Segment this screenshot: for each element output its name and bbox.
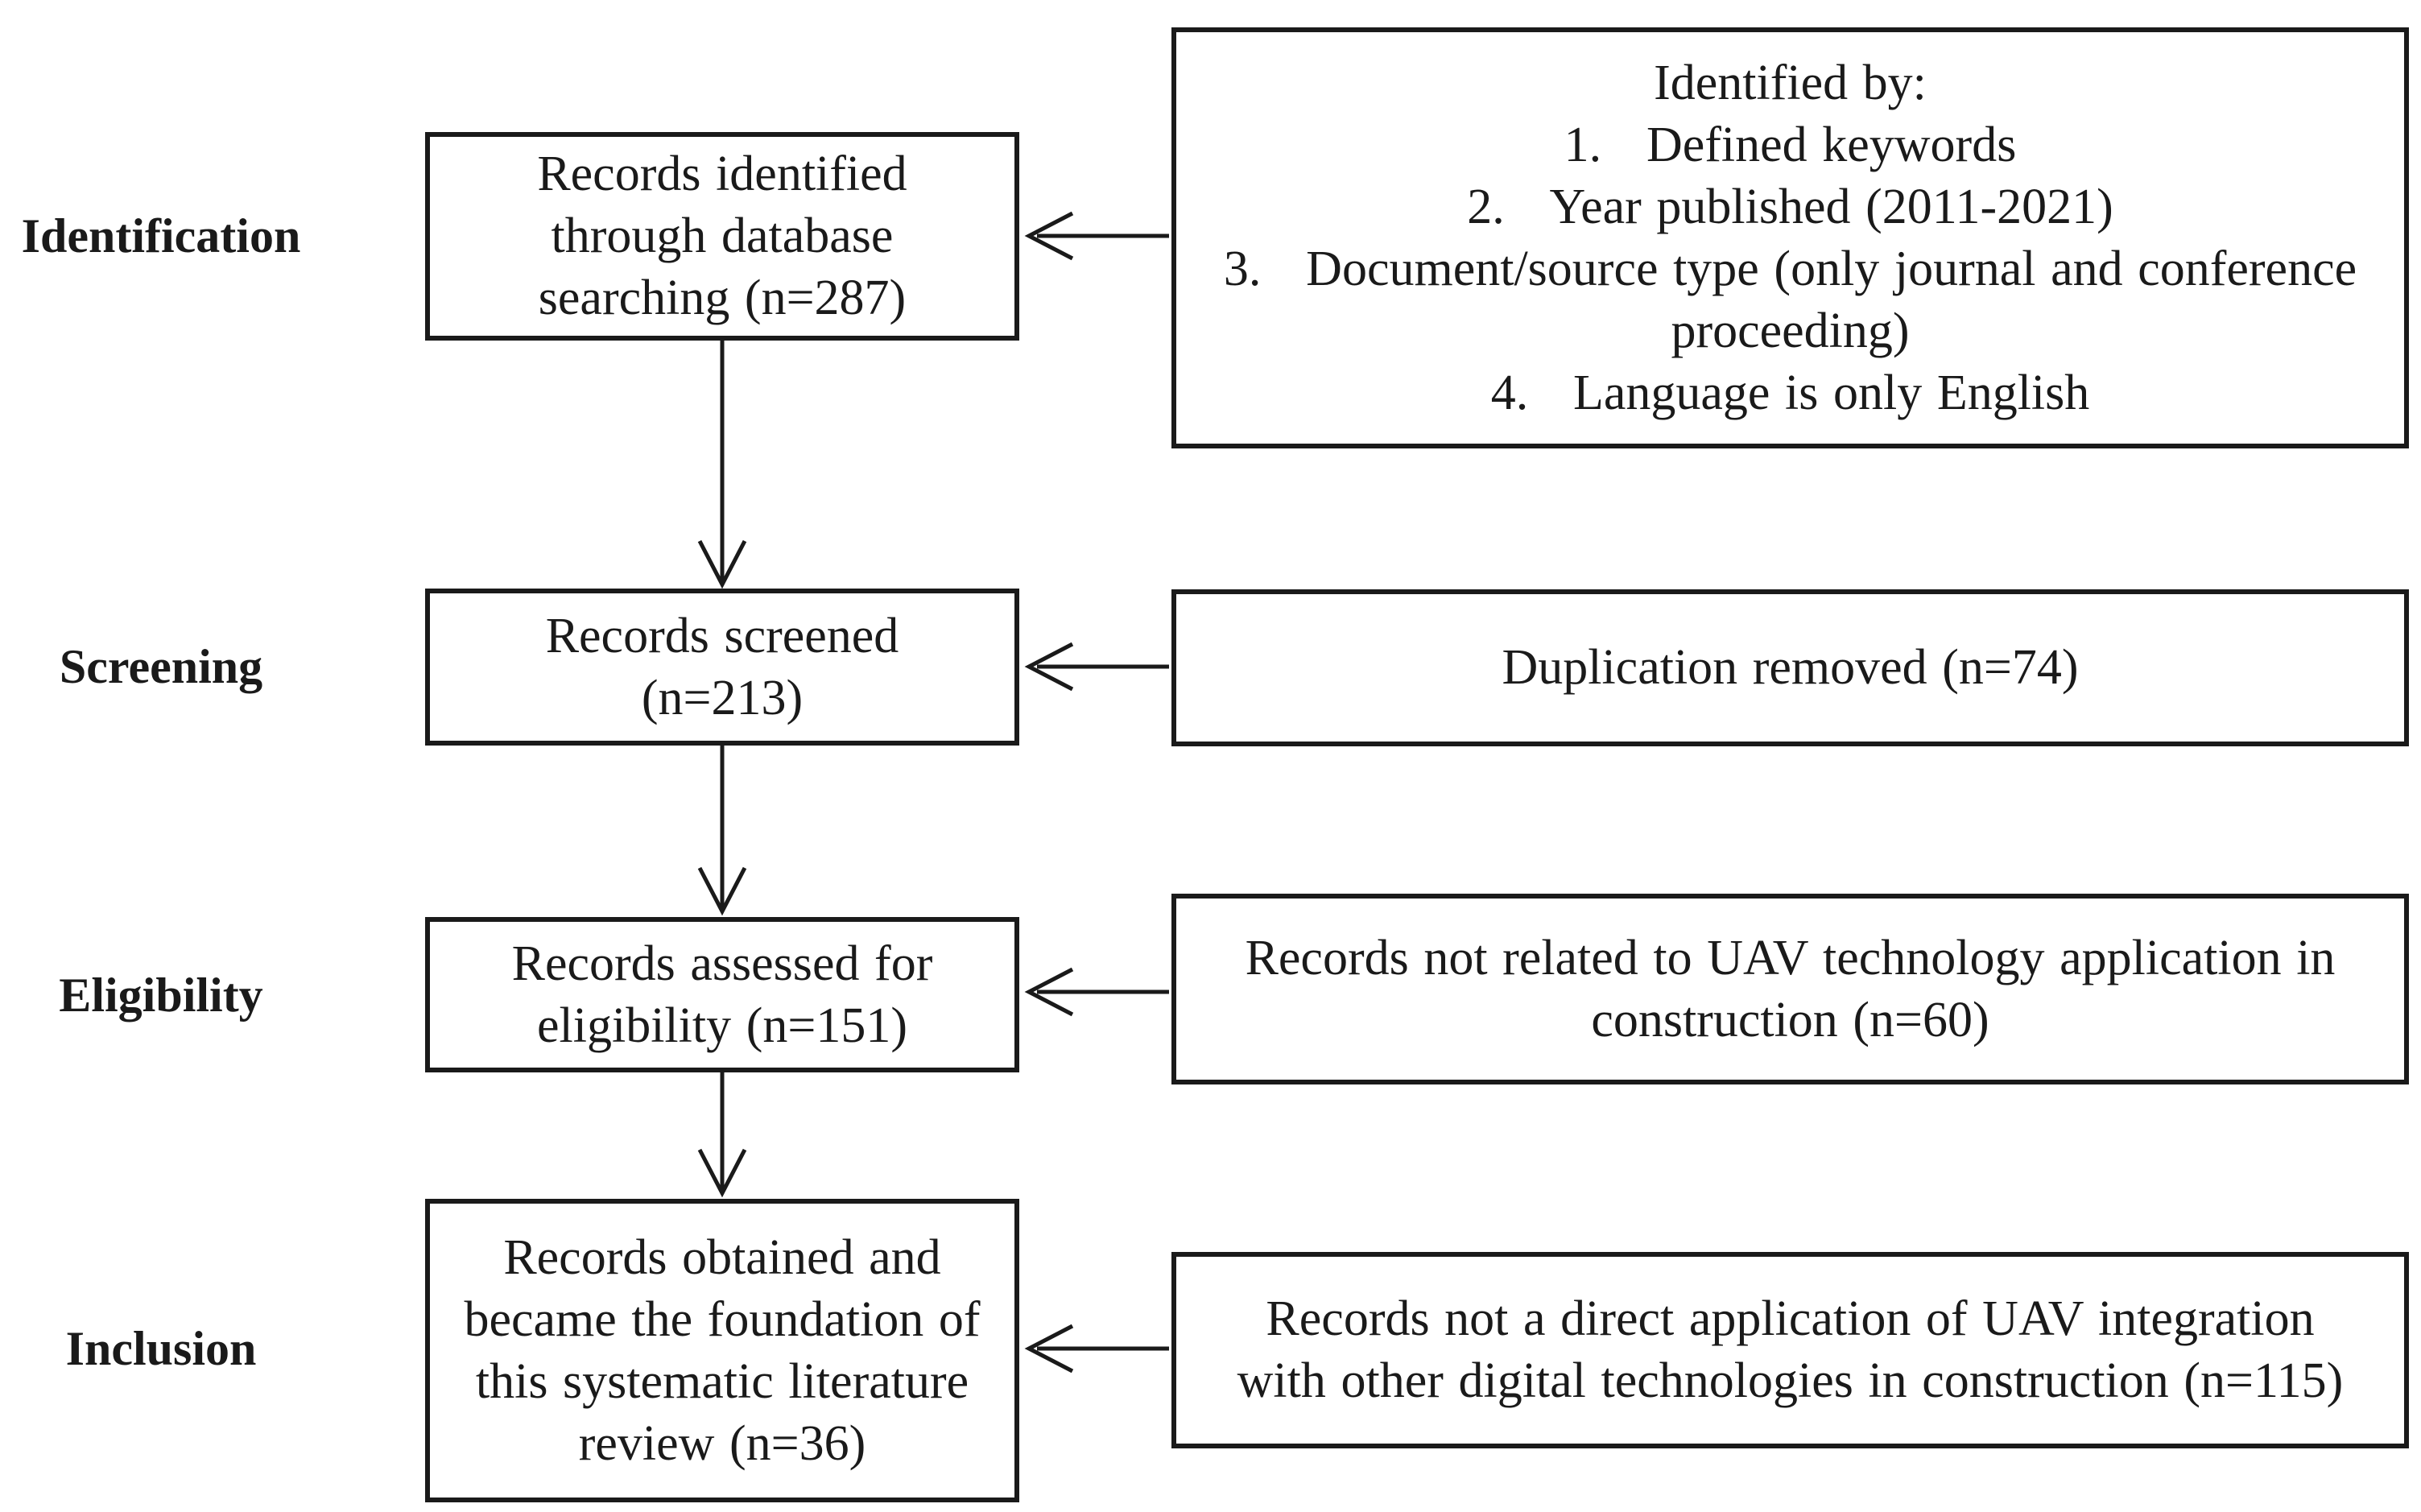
box-text-line: construction (n=60) xyxy=(1591,992,1989,1047)
box-text-line: 2. Year published (2011-2021) xyxy=(1467,179,2113,234)
box-text-line: Duplication removed (n=74) xyxy=(1502,640,2079,695)
box-text-line: with other digital technologies in const… xyxy=(1237,1353,2344,1408)
box-text-line: became the foundation of xyxy=(464,1291,981,1347)
box-not-direct-application-records: Records not a direct application of UAV … xyxy=(1171,1252,2409,1448)
box-records-assessed: Records assessed for eligibility (n=151) xyxy=(425,917,1019,1072)
box-records-identified: Records identified through database sear… xyxy=(425,132,1019,341)
box-text-line: eligibility (n=151) xyxy=(537,998,907,1053)
stage-label-identification: Identification xyxy=(21,209,301,262)
arrow-left-duplication-to-screened-icon xyxy=(1024,642,1169,692)
box-not-related-records: Records not related to UAV technology ap… xyxy=(1171,894,2409,1084)
box-text-line: review (n=36) xyxy=(578,1415,866,1471)
box-text-line: (n=213) xyxy=(641,670,804,725)
box-text-line: 3. Document/source type (only journal an… xyxy=(1223,241,2357,296)
arrow-down-assessed-to-obtained-icon xyxy=(697,1070,747,1198)
arrow-down-screened-to-assessed-icon xyxy=(697,743,747,916)
box-text-line: this systematic literature xyxy=(475,1353,969,1409)
box-text-line: Records identified xyxy=(537,147,907,201)
box-identified-by-criteria: Identified by: 1. Defined keywords 2. Ye… xyxy=(1171,27,2409,448)
box-records-screened: Records screened (n=213) xyxy=(425,589,1019,746)
box-text-line: Records assessed for xyxy=(511,936,933,991)
stage-label-inclusion: Inclusion xyxy=(65,1322,257,1375)
box-text-line: through database xyxy=(551,209,894,263)
box-records-obtained: Records obtained and became the foundati… xyxy=(425,1199,1019,1502)
box-text-line: 4. Language is only English xyxy=(1490,365,2090,420)
arrow-left-not-direct-to-obtained-icon xyxy=(1024,1324,1169,1374)
box-text-line: searching (n=287) xyxy=(538,271,907,325)
box-text-line: Identified by: xyxy=(1654,55,1927,110)
box-text-line: Records not a direct application of UAV … xyxy=(1266,1291,2315,1346)
stage-label-eligibility: Eligibility xyxy=(59,969,263,1022)
box-text-line: Records screened xyxy=(545,608,899,663)
box-text-line: 1. Defined keywords xyxy=(1564,117,2017,172)
arrow-down-identified-to-screened-icon xyxy=(697,338,747,589)
box-duplication-removed: Duplication removed (n=74) xyxy=(1171,589,2409,746)
stage-label-screening: Screening xyxy=(59,640,263,693)
box-text-line: Records obtained and xyxy=(503,1229,941,1285)
box-text-line: proceeding) xyxy=(1671,303,1910,358)
arrow-left-criteria-to-identified-icon xyxy=(1024,211,1169,261)
arrow-left-not-related-to-assessed-icon xyxy=(1024,967,1169,1017)
box-text-line: Records not related to UAV technology ap… xyxy=(1245,930,2336,985)
